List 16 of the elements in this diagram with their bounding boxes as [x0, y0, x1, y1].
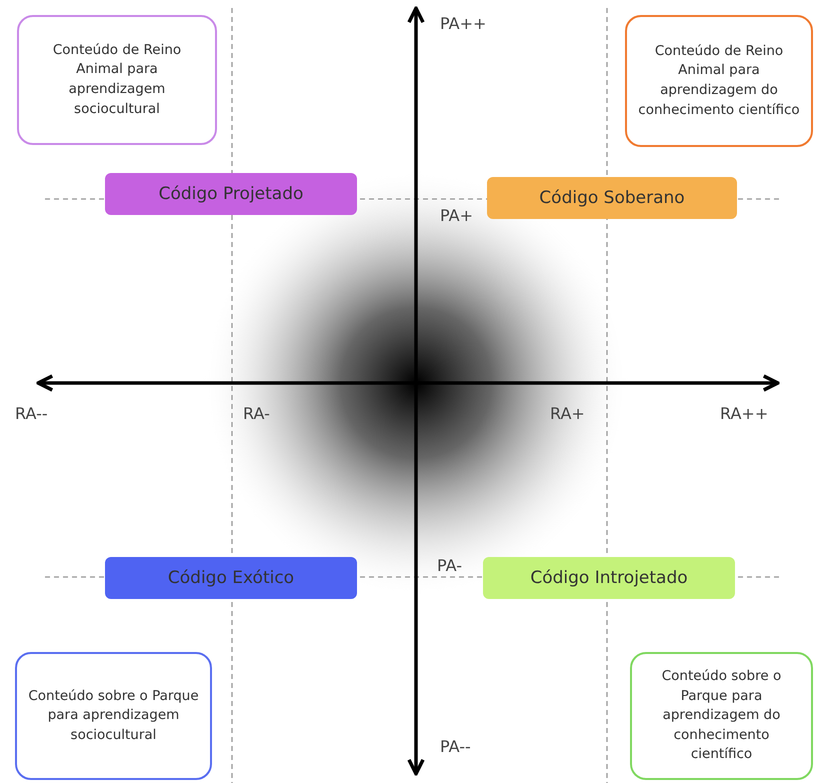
axis-label: RA- — [243, 404, 270, 423]
axis-label: RA+ — [550, 404, 585, 423]
axis-label: RA++ — [720, 404, 768, 423]
code-label: Código Introjetado — [483, 557, 735, 599]
axis-label: PA- — [437, 556, 462, 575]
axis-label: PA-- — [440, 737, 471, 756]
content-card: Conteúdo de Reino Animal para aprendizagem sociocultural — [17, 15, 217, 145]
content-card: Conteúdo de Reino Animal para aprendizagem do conhecimento científico — [625, 15, 813, 147]
axis-label: PA+ — [440, 206, 473, 225]
content-card: Conteúdo sobre o Parque para aprendizagem do conhecimento científico — [630, 652, 813, 780]
code-label: Código Exótico — [105, 557, 357, 599]
code-label: Código Soberano — [487, 177, 737, 219]
axis-label: PA++ — [440, 14, 486, 33]
code-label: Código Projetado — [105, 173, 357, 215]
content-card: Conteúdo sobre o Parque para aprendizagem sociocultural — [15, 652, 212, 780]
axis-label: RA-- — [15, 404, 48, 423]
